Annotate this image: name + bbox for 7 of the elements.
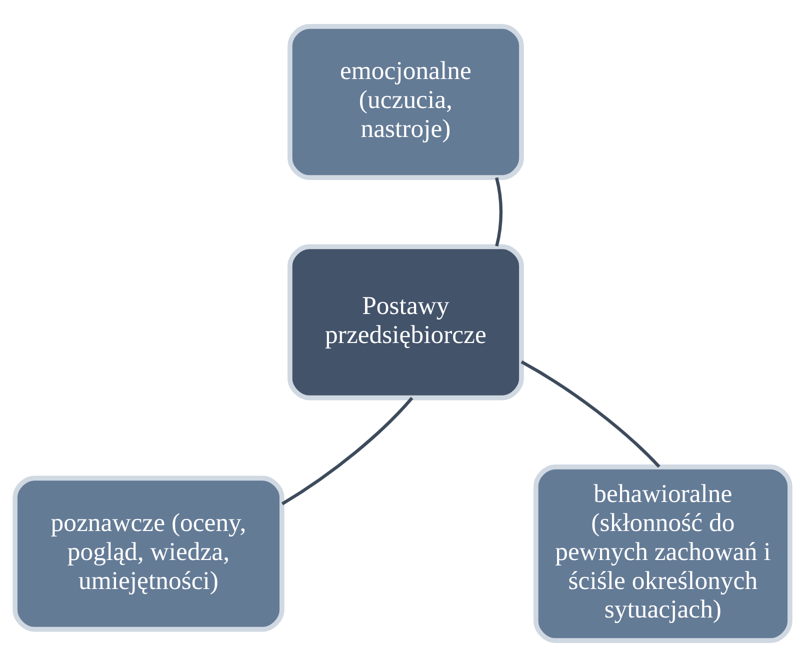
- node-box: behawioralne (skłonność do pewnych zachowań i ściśle określonych sytuacjach): [534, 464, 792, 642]
- connector: [520, 360, 660, 468]
- node-box: emocjonalne (uczucia, nastroje): [288, 24, 524, 180]
- connector: [281, 396, 414, 505]
- node-box: poznawcze (oceny, pogląd, wiedza, umiejętności): [12, 475, 284, 632]
- connector: [495, 176, 503, 246]
- node-box: Postawy przedsiębiorcze: [288, 244, 524, 400]
